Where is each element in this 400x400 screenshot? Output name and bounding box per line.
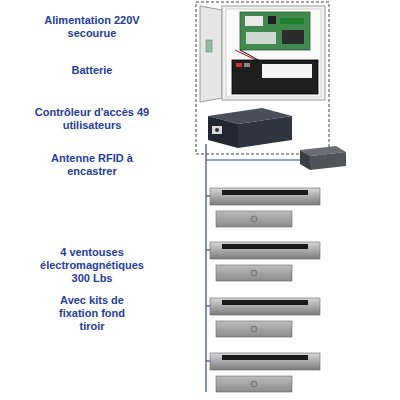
access-controller bbox=[208, 108, 292, 148]
magnetic-locks bbox=[210, 188, 320, 392]
callout-label: Avec kits de fixation fond tiroir bbox=[54, 294, 130, 333]
callout-label: Contrôleur d'accès 49 utilisateurs bbox=[32, 106, 152, 132]
callout-label: Alimentation 220V secourue bbox=[32, 14, 152, 40]
rfid-antenna bbox=[300, 146, 346, 170]
callout-label: Antenne RFID à encastrer bbox=[44, 152, 140, 178]
kit-boundary bbox=[196, 2, 329, 154]
power-supply bbox=[200, 6, 325, 102]
callout-label: Batterie bbox=[32, 64, 152, 77]
callout-label: 4 ventouses électromagnétiques 300 Lbs bbox=[35, 246, 149, 285]
